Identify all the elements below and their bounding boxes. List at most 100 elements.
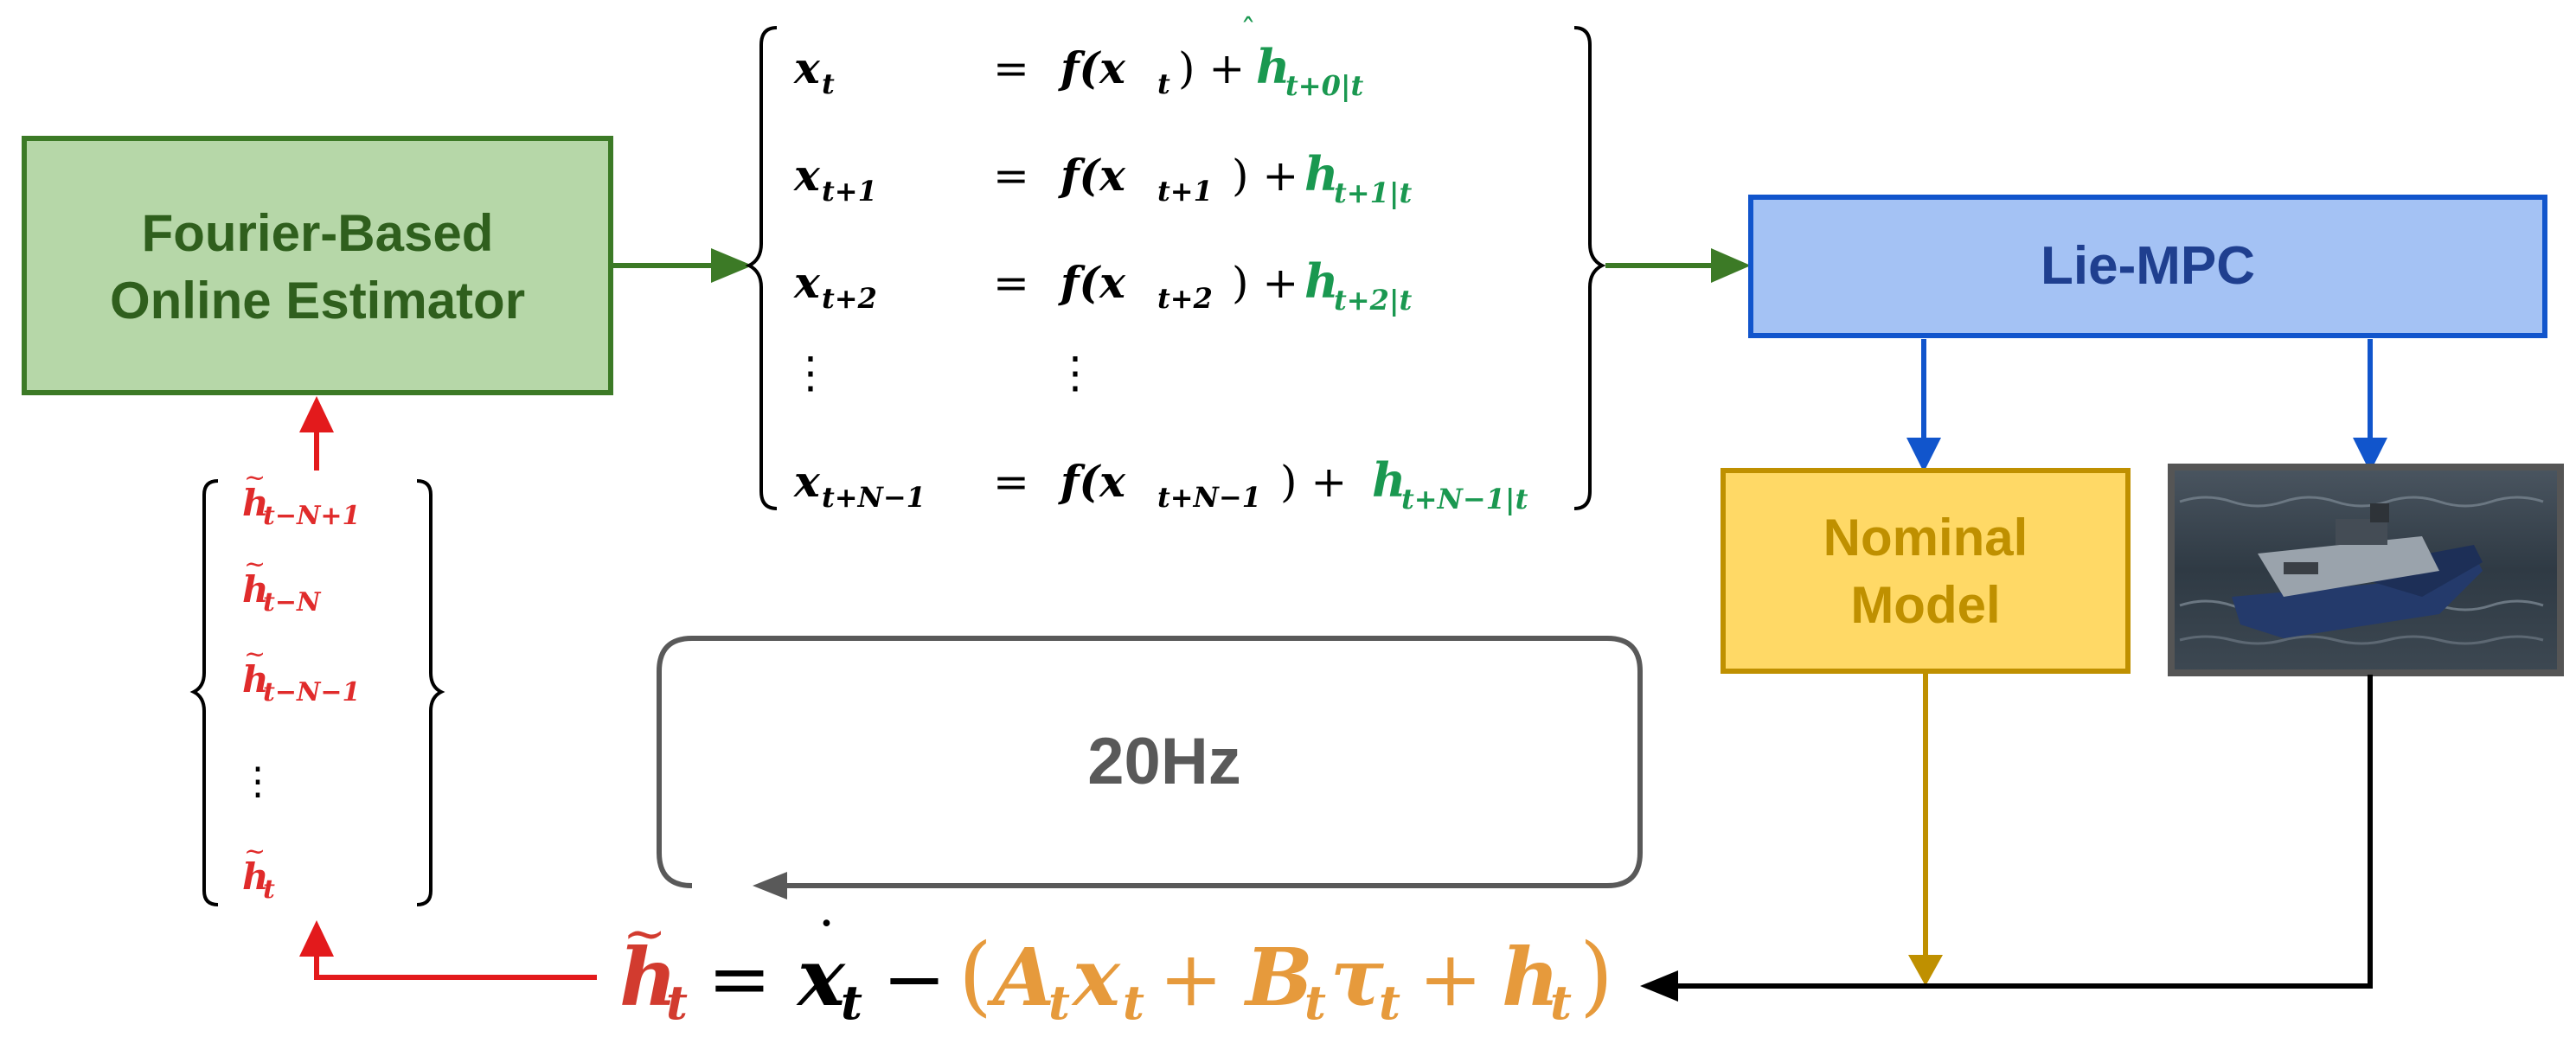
eq-lhs-sub: t+1 <box>822 175 877 208</box>
arrowhead-mpc-to-nominal <box>1906 438 1941 472</box>
residual-h2-sub: t <box>1550 975 1572 1030</box>
equation-row-last: x t+N−1 = f(x t+N−1 ) + h t+N−1|t <box>793 452 1528 515</box>
buffer-h: h <box>242 658 269 701</box>
eq-lhs-sub: t+N−1 <box>822 481 926 514</box>
eq-f-sub: t+2 <box>1157 282 1213 315</box>
eq-rhs-dots: ⋮ <box>1054 348 1097 398</box>
prediction-equations: x t = f(x t ) + h ̂ t+0|t x t+1 = f(x t+… <box>745 16 1606 515</box>
eq-lhs: x <box>793 257 821 308</box>
equation-row-0: x t = f(x t ) + h ̂ t+0|t <box>793 16 1364 102</box>
estimator-label-line1: Fourier-Based <box>142 204 494 262</box>
residual-equals: = <box>708 934 772 1023</box>
buffer-tilde: ~ <box>244 639 266 669</box>
boat-box <box>2284 562 2318 574</box>
residual-xdot-dot: · <box>818 893 835 954</box>
arrowhead-estimator-to-equations <box>711 248 753 283</box>
residual-xdot: x <box>796 931 846 1024</box>
loop-outline <box>657 636 1643 888</box>
buffer-sub: t−N <box>263 587 322 618</box>
eq-h-sub: t+2|t <box>1334 284 1413 317</box>
buffer-item-2: h ~ t−N−1 <box>242 639 360 707</box>
nominal-label-line1: Nominal <box>1823 509 2028 567</box>
eq-close: ) + <box>1178 43 1245 93</box>
eq-h-sub: t+1|t <box>1334 176 1413 209</box>
arrow-boat-to-residual <box>1669 675 2373 989</box>
buffer-item-0: h ~ t−N+1 <box>242 463 360 531</box>
arrowhead-boat-to-residual <box>1640 970 1678 1002</box>
buffer-right-brace <box>416 479 445 906</box>
buffer-item-1: h ~ t−N <box>242 549 322 618</box>
loop-20hz: 20Hz <box>657 636 1643 900</box>
right-brace <box>1573 26 1606 510</box>
arrow-residual-to-buffer <box>314 955 597 980</box>
eq-f: f(x <box>1058 42 1126 93</box>
loop-arrowhead <box>753 872 787 900</box>
mpc-block: Lie-MPC <box>1748 195 2547 338</box>
buffer-item-dots: ⋮ <box>239 759 277 804</box>
equation-row-2: x t+2 = f(x t+2 ) + h t+2|t <box>793 253 1413 317</box>
buffer-tilde: ~ <box>244 836 266 867</box>
residual-close-paren: ) <box>1580 925 1613 1026</box>
eq-equals: = <box>993 457 1029 507</box>
nominal-model-block: Nominal Model <box>1721 468 2131 674</box>
eq-h: h <box>1256 39 1290 94</box>
buffer-tilde: ~ <box>244 463 266 493</box>
equation-row-dots: ⋮ ⋮ <box>789 348 1097 398</box>
buffer-tilde: ~ <box>244 549 266 579</box>
residual-x: x <box>1071 931 1121 1024</box>
eq-lhs-sub: t+2 <box>822 282 877 315</box>
loop-label: 20Hz <box>1087 725 1240 798</box>
buffer-sub: t <box>263 874 275 905</box>
eq-f: f(x <box>1058 456 1126 507</box>
eq-lhs: x <box>793 42 821 93</box>
buffer-sub: t−N−1 <box>263 677 360 707</box>
arrowhead-equations-to-mpc <box>1711 248 1751 283</box>
eq-close: ) + <box>1232 258 1298 308</box>
mpc-label: Lie-MPC <box>2041 236 2255 296</box>
buffer-h: h <box>242 568 269 611</box>
boat-lidar <box>2370 503 2389 522</box>
residual-B-sub: t <box>1304 975 1326 1030</box>
residual-A-sub: t <box>1048 975 1070 1030</box>
eq-h: h <box>1372 452 1406 508</box>
left-brace <box>745 26 778 510</box>
residual-h-sub: t <box>666 975 688 1030</box>
arrowhead-residual-to-buffer <box>299 920 334 957</box>
eq-f-sub: t+1 <box>1157 175 1213 208</box>
nominal-label-line2: Model <box>1850 576 2000 634</box>
eq-f: f(x <box>1058 150 1126 201</box>
arrowhead-nominal-to-residual <box>1908 955 1943 986</box>
boat-photo-icon <box>2168 464 2564 676</box>
buffer-sub: t−N+1 <box>263 501 360 531</box>
eq-close: ) + <box>1280 457 1347 507</box>
equation-row-1: x t+1 = f(x t+1 ) + h t+1|t <box>793 146 1413 209</box>
eq-h-accent: ̂ <box>1243 16 1253 22</box>
eq-f-sub: t+N−1 <box>1157 481 1261 514</box>
eq-lhs-dots: ⋮ <box>789 348 832 398</box>
residual-open-paren: ( <box>958 925 992 1026</box>
boat-deck <box>2258 536 2439 597</box>
residual-xdot-sub: t <box>841 975 862 1030</box>
boat-hull <box>2232 554 2483 638</box>
eq-lhs-sub: t <box>822 67 835 100</box>
residual-h-tilde: ~ <box>623 904 666 964</box>
eq-equals: = <box>993 258 1029 308</box>
residual-minus: − <box>882 934 946 1023</box>
eq-close: ) + <box>1232 150 1298 201</box>
buffer-h: h <box>242 482 269 524</box>
eq-equals: = <box>993 150 1029 201</box>
residual-x-sub: t <box>1123 975 1144 1030</box>
eq-lhs: x <box>793 150 821 201</box>
eq-equals: = <box>993 43 1029 93</box>
residual-plus2: + <box>1419 934 1483 1023</box>
boat-electronics <box>2336 519 2387 545</box>
arrowhead-buffer-to-estimator <box>299 396 334 432</box>
buffer-left-brace <box>189 479 219 906</box>
residual-A: A <box>986 931 1054 1024</box>
eq-h: h <box>1304 146 1338 202</box>
estimator-label-line2: Online Estimator <box>110 272 525 330</box>
residual-buffer: h ~ t−N+1 h ~ t−N h ~ t−N−1 ⋮ h ~ t <box>189 463 445 906</box>
residual-h2: h <box>1502 931 1560 1024</box>
eq-h-sub: t+N−1|t <box>1401 483 1528 515</box>
residual-tau: τ <box>1330 931 1384 1024</box>
